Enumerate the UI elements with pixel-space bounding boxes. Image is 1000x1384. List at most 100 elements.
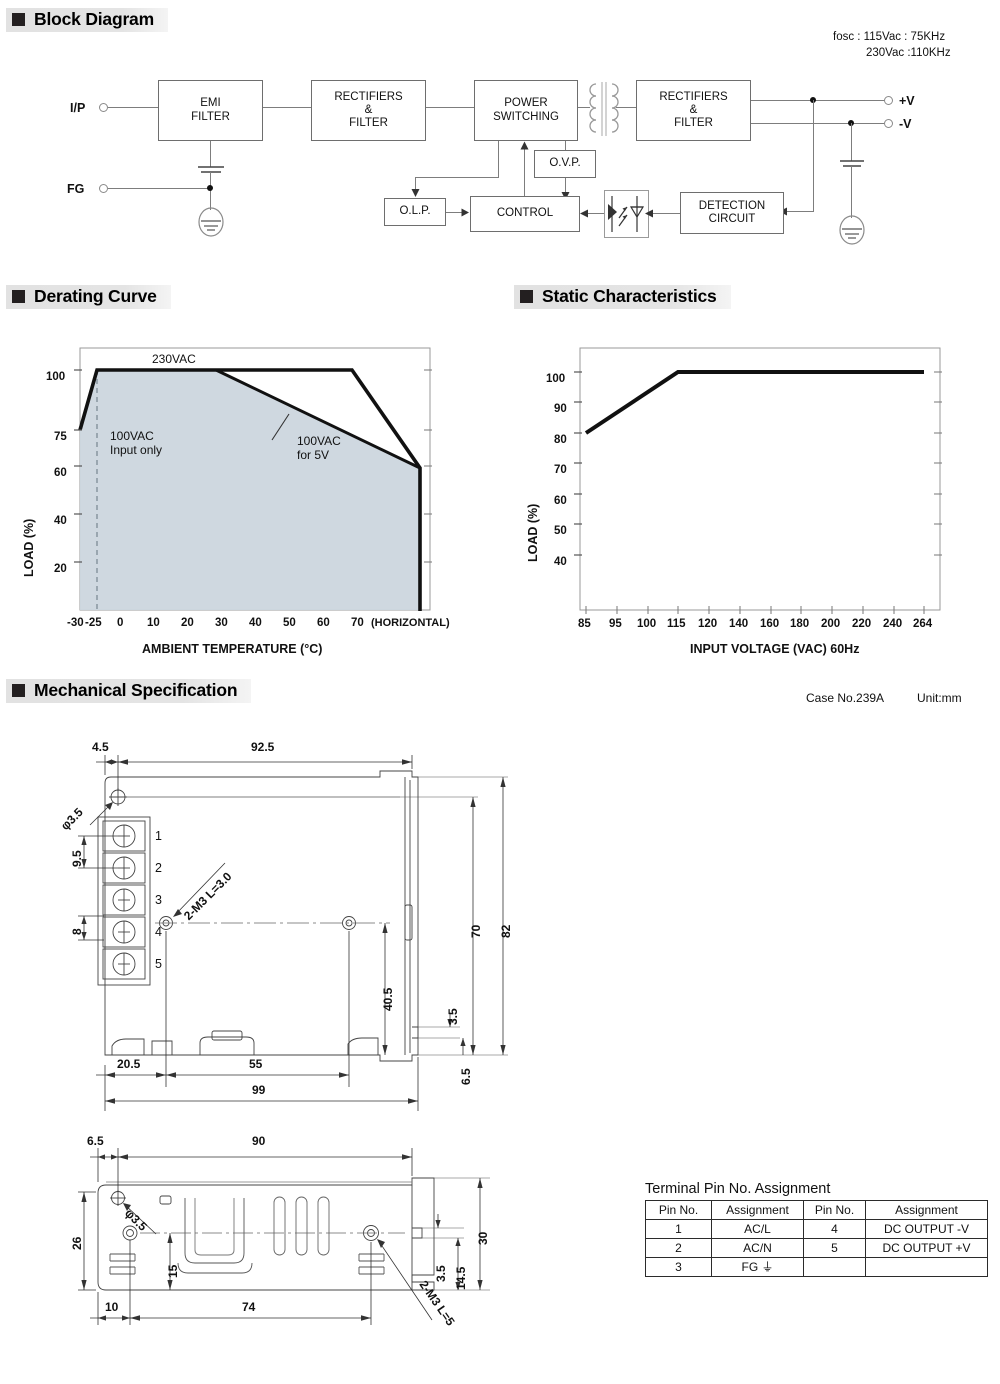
derating-ytick-2: 60 [54,467,67,479]
block-olp: O.L.P. [384,198,446,226]
derating-annotation-100vac-input-only: 100VAC Input only [110,429,163,458]
wire-detection-to-bus [784,211,814,212]
section-bullet-icon [12,684,25,697]
cell-assignment-2: DC OUTPUT +V [865,1238,988,1258]
derating-curve-svg [74,347,432,611]
block-emi-filter: EMI FILTER [158,80,263,141]
capacitor-input-icon [198,166,224,173]
derating-series-100vac-5v [97,368,421,470]
static-xtick-4: 120 [698,618,718,630]
section-title-text: Static Characteristics [542,286,717,306]
case-number-label: Case No.239A [806,691,885,705]
pin-number-4: 4 [155,925,162,939]
derating-xtick-3: 10 [147,617,160,629]
section-bullet-icon [12,290,25,303]
dim-9-5: 9.5 [70,850,84,867]
annotation-line2: for 5V [297,447,330,462]
output-label-positive: +V [899,94,915,108]
static-xtick-8: 200 [821,618,841,630]
static-xtick-9: 220 [852,618,872,630]
static-ytick-6: 40 [554,556,567,568]
table-row: 2 AC/N 5 DC OUTPUT +V [645,1238,988,1258]
static-x-axis-label: INPUT VOLTAGE (VAC) 60Hz [690,642,860,656]
output-terminal-negative [884,119,893,128]
block-diagram: I/P FG EMI FILTER RECTIFIERS & FILTER [0,0,1000,268]
block-rectifiers-filter-input: RECTIFIERS & FILTER [311,80,426,141]
dim-55: 55 [249,1057,263,1071]
dim-40-5: 40.5 [381,987,395,1011]
dim-99: 99 [252,1083,266,1097]
table-header-row: Pin No. Assignment Pin No. Assignment [645,1200,988,1220]
dim-74: 74 [242,1300,256,1314]
header-assignment-1: Assignment [711,1200,804,1220]
block-control: CONTROL [470,196,580,232]
optocoupler-icon [608,196,645,232]
wire-power-to-ovp [565,141,566,150]
pin-assignment-table: Pin No. Assignment Pin No. Assignment 1 … [645,1200,988,1277]
wire-down-to-olp [415,177,416,191]
header-pin-no-2: Pin No. [803,1200,866,1220]
wire-cap-to-gnd [210,172,211,210]
section-bullet-icon [12,13,25,26]
terminal-pin-assignment-block: Terminal Pin No. Assignment Pin No. Assi… [645,1181,988,1277]
derating-xtick-9: 70 [351,617,364,629]
mechanical-side-view: 6.5 90 φ3.5 26 15 30 3.5 14.5 10 74 2-M3… [60,1130,540,1360]
annotation-line1: 100VAC [297,434,341,448]
dim-15: 15 [166,1264,180,1278]
output-terminal-positive [884,96,893,105]
table-row: 1 AC/L 4 DC OUTPUT -V [645,1219,988,1239]
static-ytick-2: 80 [554,434,567,446]
earth-ground-icon [198,207,224,237]
input-terminal [99,103,108,112]
derating-xtick-1: -25 [85,617,102,629]
static-xtick-6: 160 [760,618,780,630]
annotation-line2: Input only [110,442,163,457]
wire-olp-to-control [446,212,464,213]
static-ytick-3: 70 [554,464,567,476]
arrow-control-to-power [520,141,529,150]
wire-emi-to-cap [210,141,211,167]
fosc-line-1: fosc : 115Vac : 75KHz [833,31,946,43]
arrow-into-olp [411,189,420,197]
static-xtick-0: 85 [578,618,591,630]
wire-emi-to-rect1 [263,107,311,108]
wire-out-negative [751,123,886,124]
dim-90: 90 [252,1134,266,1148]
pin-number-3: 3 [155,893,162,907]
wire-neg-to-cap2 [851,123,852,161]
static-ytick-1: 90 [554,403,567,415]
dim-10: 10 [105,1300,119,1314]
cell-pin-no-2: 4 [803,1219,866,1239]
annotation-line1: 100VAC [110,429,154,443]
derating-series-230vac [78,368,422,611]
derating-shaded-region [80,370,420,610]
rect-in-line1: RECTIFIERS [334,90,403,103]
dim-26: 26 [70,1236,84,1250]
rect-in-line3: FILTER [349,117,388,130]
block-olp-label: O.L.P. [399,205,431,218]
derating-xaxis-suffix: (HORIZONTAL) [371,617,450,629]
cell-assignment: AC/N [711,1238,804,1258]
rect-out-line1: RECTIFIERS [659,90,728,103]
dim-30: 30 [476,1231,490,1245]
wire-rect1-to-power [426,107,474,108]
wire-out-positive [751,100,886,101]
static-xtick-10: 240 [883,618,903,630]
cell-pin-no-2: 5 [803,1238,866,1258]
dim-6-5-top: 6.5 [459,1068,473,1085]
wire-power-down-left [498,141,499,177]
static-ytick-0: 100 [546,373,566,385]
wire-detection-to-opto [649,213,680,214]
detection-line1: DETECTION [698,199,766,212]
derating-ytick-1: 75 [54,431,67,443]
unit-label: Unit:mm [917,691,962,705]
static-xtick-7: 180 [790,618,810,630]
dim-82: 82 [499,924,513,938]
output-label-negative: -V [899,117,912,131]
rect-in-line2: & [364,103,373,116]
block-power-switching: POWER SWITCHING [474,80,578,141]
static-y-axis-label: LOAD (%) [526,503,540,562]
block-control-label: CONTROL [496,207,554,220]
derating-annotation-leader [271,413,290,441]
derating-xtick-8: 60 [317,617,330,629]
